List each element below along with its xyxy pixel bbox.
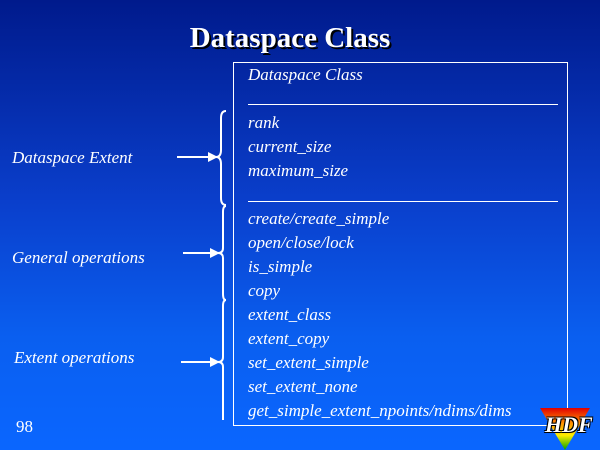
label-extent-operations: Extent operations bbox=[14, 348, 135, 367]
operation: open/close/lock bbox=[248, 233, 354, 252]
attribute: rank bbox=[248, 113, 280, 132]
operation: create/create_simple bbox=[248, 209, 390, 228]
separator bbox=[248, 201, 558, 202]
brace-extent bbox=[215, 110, 227, 206]
operation: is_simple bbox=[248, 257, 313, 276]
operation: set_extent_simple bbox=[248, 353, 369, 372]
class-box bbox=[233, 62, 568, 426]
attribute: current_size bbox=[248, 137, 332, 156]
operation: get_simple_extent_npoints/ndims/dims bbox=[248, 401, 512, 420]
operation: set_extent_none bbox=[248, 377, 358, 396]
page-number: 98 bbox=[16, 417, 33, 436]
slide-title: Dataspace Class bbox=[189, 22, 391, 54]
operation: extent_copy bbox=[248, 329, 330, 348]
label-general-operations: General operations bbox=[12, 248, 145, 267]
logo-text: HDF bbox=[545, 412, 593, 437]
hdf-logo-icon bbox=[540, 408, 590, 450]
brace-extent-ops bbox=[217, 299, 227, 420]
class-name: Dataspace Class bbox=[248, 65, 363, 84]
attribute: maximum_size bbox=[248, 161, 349, 180]
operation: extent_class bbox=[248, 305, 332, 324]
label-dataspace-extent: Dataspace Extent bbox=[12, 148, 133, 167]
operation: copy bbox=[248, 281, 281, 300]
separator bbox=[248, 104, 558, 105]
